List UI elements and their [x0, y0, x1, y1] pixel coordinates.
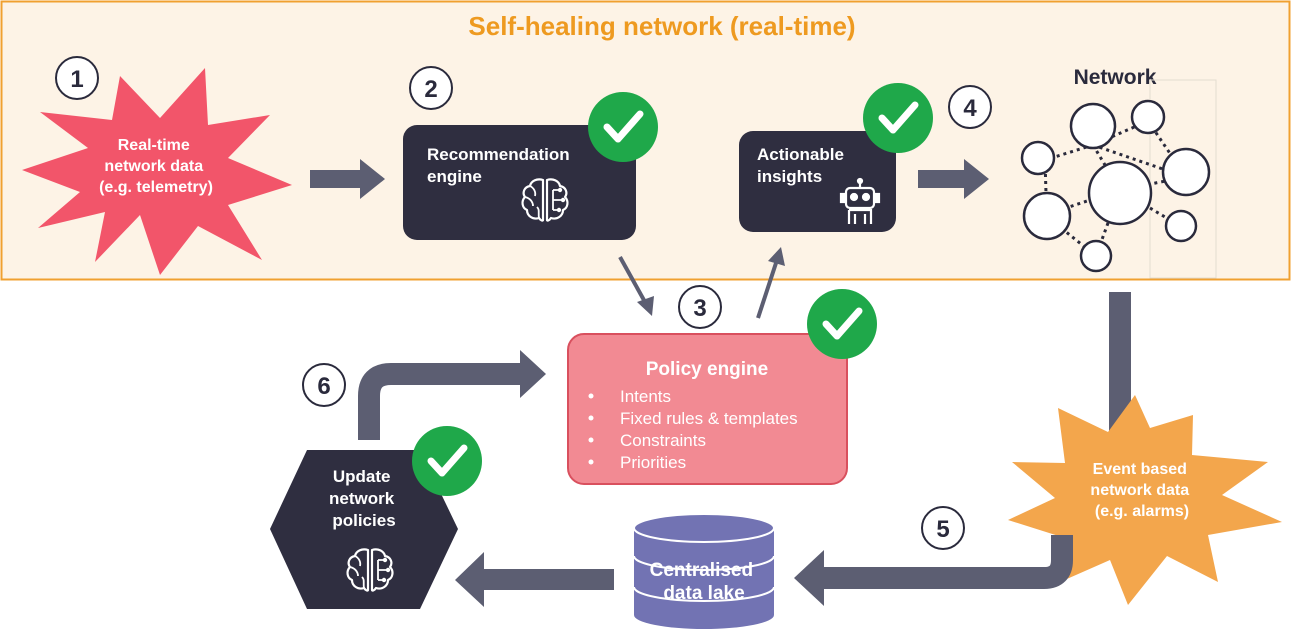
realtime-data-label: Real-time network data (e.g. telemetry)	[99, 137, 213, 196]
realtime-data-line2: network data	[104, 158, 203, 175]
banner-title: Self-healing network (real-time)	[468, 11, 855, 41]
policy-item-intents: Intents	[620, 387, 671, 406]
event-data-line1: Event based	[1093, 461, 1187, 478]
actionable-insights-label: Actionable insights	[757, 145, 849, 186]
step-number-4: 4	[948, 85, 992, 129]
step-number-5: 5	[921, 506, 965, 550]
step-number-6-label: 6	[317, 373, 330, 400]
policy-item-rules: Fixed rules & templates	[620, 409, 798, 428]
check-icon	[807, 289, 877, 359]
update-policies-label: Update network policies	[329, 467, 399, 530]
policy-engine-box	[567, 333, 848, 485]
datalake-line2: data lake	[663, 583, 744, 604]
check-icon	[412, 426, 482, 496]
check-icon	[863, 83, 933, 153]
network-graph	[1020, 99, 1211, 273]
update-policies-line3: policies	[332, 511, 395, 530]
robot-icon	[839, 177, 881, 224]
recommendation-engine-line1: Recommendation	[427, 145, 570, 164]
svg-text:Intents Fixed rules & te: Intents Fixed rules & templates Constrai…	[620, 387, 802, 472]
recommendation-engine-line2: engine	[427, 167, 482, 186]
event-data-line2: network data	[1090, 482, 1189, 499]
recommendation-engine-label: Recommendation engine	[427, 145, 574, 186]
policy-item-constraints: Constraints	[620, 431, 706, 450]
actionable-insights-line2: insights	[757, 167, 822, 186]
step-number-3-label: 3	[693, 295, 706, 322]
check-icon	[588, 92, 658, 162]
network-frame	[1149, 79, 1217, 279]
arrow-insights-to-network	[918, 159, 989, 199]
step-number-1: 1	[55, 56, 99, 100]
policy-bullet	[588, 415, 594, 421]
update-policies-hexagon	[270, 450, 458, 609]
policy-engine-title: Policy engine	[646, 359, 768, 380]
step-number-2: 2	[409, 66, 453, 110]
actionable-insights-box	[739, 131, 896, 232]
realtime-data-line3: (e.g. telemetry)	[99, 179, 213, 196]
datalake-cylinder	[633, 513, 775, 629]
policy-bullet	[588, 393, 594, 399]
datalake-label: Centralised data lake	[650, 560, 759, 604]
arrow-policy-to-insights	[756, 247, 785, 319]
datalake-line1: Centralised	[650, 560, 753, 581]
step-number-1-label: 1	[70, 66, 83, 93]
event-data-line3: (e.g. alarms)	[1095, 503, 1189, 520]
network-label: Network	[1074, 66, 1157, 89]
step-number-6: 6	[302, 363, 346, 407]
step-number-4-label: 4	[963, 95, 977, 122]
arrow-network-to-events	[1109, 292, 1131, 432]
actionable-insights-line1: Actionable	[757, 145, 844, 164]
arrow-events-to-datalake	[794, 535, 1073, 606]
arrow-update-to-policy	[358, 350, 546, 440]
update-policies-line1: Update	[333, 467, 391, 486]
policy-engine-list: Intents Fixed rules & templates Constrai…	[588, 387, 802, 472]
event-data-burst	[1008, 395, 1282, 605]
arrow-data-to-recommendation	[310, 159, 385, 199]
step-number-2-label: 2	[424, 76, 437, 103]
step-number-3: 3	[678, 285, 722, 329]
policy-item-priorities: Priorities	[620, 453, 686, 472]
policy-bullet	[588, 437, 594, 443]
event-data-label: Event based network data (e.g. alarms)	[1090, 461, 1193, 520]
policy-bullet	[588, 459, 594, 465]
realtime-data-burst	[22, 68, 292, 275]
arrow-datalake-to-update	[455, 552, 614, 607]
realtime-data-line1: Real-time	[118, 137, 190, 154]
update-policies-line2: network	[329, 489, 395, 508]
step-number-5-label: 5	[936, 516, 949, 543]
arrow-recommendation-to-policy	[618, 256, 654, 316]
recommendation-engine-box	[403, 125, 636, 240]
